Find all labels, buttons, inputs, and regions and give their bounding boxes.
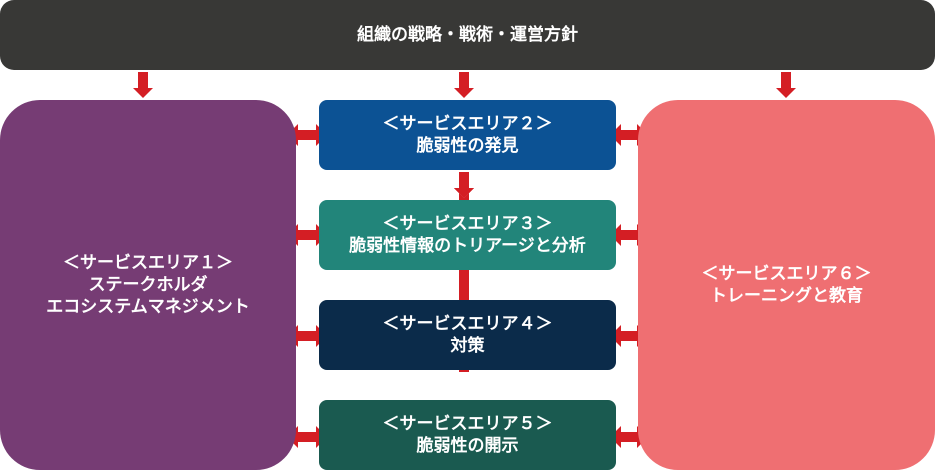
strategy-banner: 組織の戦略・戦術・運営方針 xyxy=(0,0,935,70)
area-heading: ＜サービスエリア３＞ xyxy=(382,214,553,234)
area-heading: ＜サービスエリア２＞ xyxy=(382,114,553,134)
down-arrow-icon xyxy=(454,172,474,198)
service-area-3: ＜サービスエリア３＞ 脆弱性情報のトリアージと分析 xyxy=(319,200,616,270)
down-arrow-icon xyxy=(776,72,796,98)
area-heading: ＜サービスエリア６＞ xyxy=(701,264,872,284)
area-title: 脆弱性の開示 xyxy=(416,436,519,456)
double-arrow-icon xyxy=(287,325,327,347)
area-heading: ＜サービスエリア４＞ xyxy=(382,314,553,334)
area-title: 対策 xyxy=(450,336,485,356)
down-arrow-icon xyxy=(454,72,474,98)
area-title: ステークホルダ xyxy=(88,275,208,295)
service-area-2: ＜サービスエリア２＞ 脆弱性の発見 xyxy=(319,100,616,170)
double-arrow-icon xyxy=(287,224,327,246)
banner-title: 組織の戦略・戦術・運営方針 xyxy=(357,25,578,45)
down-arrow-icon xyxy=(133,72,153,98)
double-arrow-icon xyxy=(287,426,327,448)
service-area-1: ＜サービスエリア１＞ ステークホルダ エコシステムマネジメント xyxy=(0,100,296,470)
area-title: エコシステムマネジメント xyxy=(46,297,250,317)
area-title: 脆弱性情報のトリアージと分析 xyxy=(349,236,586,256)
service-area-5: ＜サービスエリア５＞ 脆弱性の開示 xyxy=(319,400,616,470)
service-area-6: ＜サービスエリア６＞ トレーニングと教育 xyxy=(638,100,935,470)
double-arrow-icon xyxy=(287,124,327,146)
area-heading: ＜サービスエリア１＞ xyxy=(63,253,233,273)
area-title: 脆弱性の発見 xyxy=(416,136,519,156)
area-title: トレーニングと教育 xyxy=(710,286,863,306)
area-heading: ＜サービスエリア５＞ xyxy=(382,414,553,434)
service-area-4: ＜サービスエリア４＞ 対策 xyxy=(319,300,616,370)
